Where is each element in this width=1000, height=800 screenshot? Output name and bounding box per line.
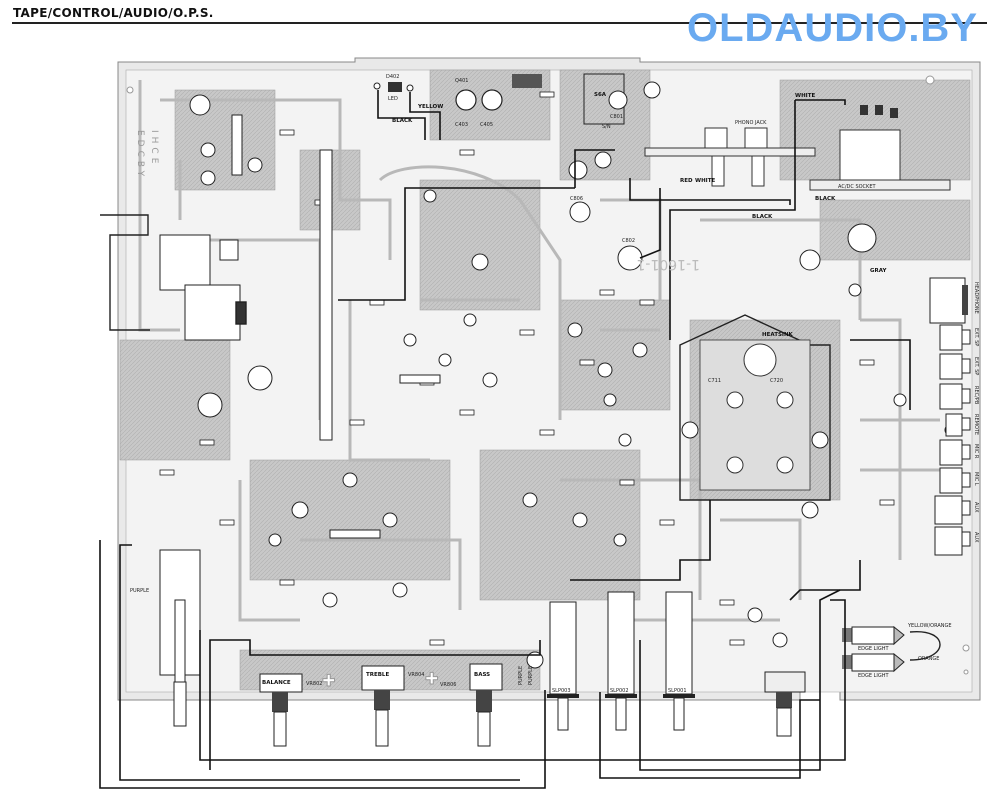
slide-switch-ref: SLP002 [610,688,629,694]
slide-switches: SLP003 SLP002 SLP001 [173,591,695,731]
bottom-potentiometers: BALANCE VR802 TREBLE VR804 BASS VR806 ✚ … [259,663,806,747]
slide-switch-ref: SLP001 [668,688,687,694]
pcb-number: 1-1601-1 [636,256,700,272]
pot-bass[interactable]: BASS VR806 [440,663,503,747]
ac-socket-label: AC/DC SOCKET [838,184,876,190]
wire-label-purple: PURPLE [518,666,524,685]
top-transistors: S6A [455,73,625,125]
edge-light-label: EDGE LIGHT [858,646,890,652]
light-wire-label: ORANGE [918,656,939,662]
resistors [159,91,895,646]
jack-label: AUX [973,502,979,513]
wire-label-white: WHITE [795,93,815,99]
wire-label-purple: PURPLE [528,666,534,685]
jack-aux-1[interactable]: AUX [934,495,979,525]
jack-label: MIC L [973,472,979,486]
edge-light-label: EDGE LIGHT [858,673,890,679]
page-title: TAPE/CONTROL/AUDIO/O.P.S. [13,6,214,20]
jack-ext-sp-1[interactable]: EXT. SP [939,324,979,351]
pot-balance-ref: VR802 [306,681,322,687]
pot-treble-ref: VR804 [408,672,424,678]
slide-switch-1[interactable]: SLP003 [547,601,579,731]
jack-ext-sp-2[interactable]: EXT. SP [939,353,979,380]
pot-balance[interactable]: BALANCE VR802 [259,673,322,747]
wire-label-red: RED [680,178,693,184]
wiring-harness [99,90,911,789]
wire-label-black-2: BLACK [752,214,773,220]
slide-switch-ref: SLP003 [552,688,571,694]
jack-remote[interactable]: REMOTE [945,413,979,437]
light-wire-label: YELLOW/ORANGE [907,623,952,629]
led-ref: D402 [386,74,399,80]
edge-light-1: EDGE LIGHT [842,625,905,652]
jack-rec-pb[interactable]: REC/PB [939,383,979,410]
function-switch [100,214,273,418]
capacitors [189,81,956,669]
phono-jack-label: PHONO JACK [735,120,767,126]
edge-lights: EDGE LIGHT EDGE LIGHT YELLOW/ORANGE ORAN… [842,623,952,679]
wire-label-gray: GRAY [870,268,887,274]
pot-right[interactable] [764,671,806,737]
pot-balance-label: BALANCE [262,680,291,686]
heatsink-label: HEATSINK [762,332,794,338]
label-c403: C403 [455,122,468,128]
jack-headphone[interactable]: HEADPHONE [929,277,979,324]
watermark-logo: OLDAUDIO.BY [687,6,978,50]
pot-treble[interactable]: TREBLE VR804 [361,665,424,747]
label-c802: C802 [622,238,635,244]
led-d402: D402 LED [373,74,414,102]
jack-label: REMOTE [973,414,979,435]
jack-mic-r[interactable]: MIC R [939,439,979,466]
pot-bass-ref: VR806 [440,682,456,688]
jack-label: MIC R [973,444,979,459]
side-text: EDCBY [135,130,145,180]
mounting-mark: ✚ [322,671,335,690]
label-c720: C720 [770,378,783,384]
wire-label-black: BLACK [392,118,413,124]
s6a-label: S6A [594,92,607,98]
wire-label-black-3: BLACK [815,196,836,202]
jack-label: EXT. SP [973,357,979,375]
wire-label-white-2: WHITE [695,178,715,184]
side-text: IHCE [149,130,159,167]
ac-socket: AC/DC SOCKET [809,105,951,191]
jack-label: HEADPHONE [973,282,979,314]
pot-bass-label: BASS [474,672,490,678]
pot-treble-label: TREBLE [366,672,389,678]
led-label: LED [388,96,398,102]
label-sn: S/N [602,124,611,130]
mounting-mark: ✚ [425,669,438,688]
jack-aux-2[interactable]: AUX [934,526,979,556]
right-jacks: HEADPHONE EXT. SP EXT. SP REC/PB REMOTE … [929,277,979,556]
wire-label-purple: PURPLE [130,588,149,594]
jack-mic-l[interactable]: MIC L [939,467,979,494]
heatsink: HEATSINK [679,314,831,501]
left-slide-switch[interactable] [173,599,187,727]
label-c711: C711 [708,378,721,384]
label-q401: Q401 [455,78,468,84]
label-c801: C801 [610,114,623,120]
slide-switch-3[interactable]: SLP001 [663,591,695,731]
phono-jack: PHONO JACK [644,120,816,187]
jack-label: AUX [973,532,979,543]
edge-light-2: EDGE LIGHT [842,652,905,679]
wire-label-yellow: YELLOW [417,104,443,110]
label-c806: C806 [570,196,583,202]
mounting-holes [126,75,970,675]
header-rule [12,22,987,24]
jack-label: REC/PB [973,386,979,405]
label-c405: C405 [480,122,493,128]
jack-label: EXT. SP [973,328,979,346]
slide-switch-2[interactable]: SLP002 [605,591,637,731]
